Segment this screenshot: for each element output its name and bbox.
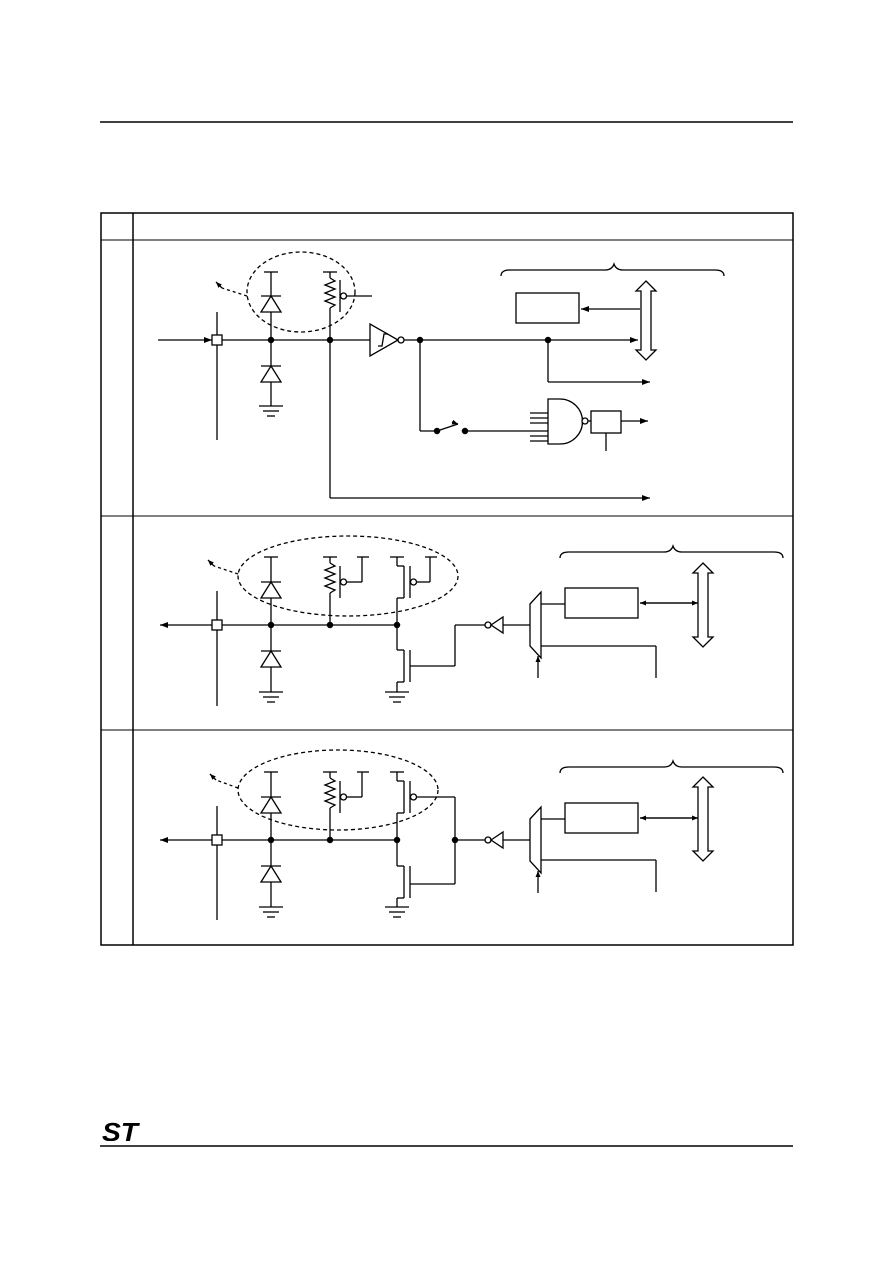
- data-bus-arrow: [691, 562, 715, 648]
- pull-up-group: [237, 535, 459, 617]
- data-bus-arrow: [691, 776, 715, 862]
- resistor-icon: [323, 562, 337, 594]
- diode-icon: [259, 649, 283, 668]
- data-register-box: [515, 292, 580, 324]
- panel-open-drain-output: [160, 535, 784, 706]
- diode-icon: [259, 364, 283, 383]
- panel-push-pull-output: [160, 749, 784, 920]
- figure-table: [100, 212, 794, 946]
- inverter-icon: [489, 615, 504, 635]
- pull-up-group: [246, 251, 356, 333]
- diode-icon: [259, 795, 283, 814]
- data-register-box: [564, 802, 639, 834]
- multiplexer-icon: [529, 590, 542, 660]
- inverter-icon: [489, 830, 504, 850]
- pad-icon: [211, 834, 223, 846]
- diode-icon: [259, 294, 283, 313]
- multiplexer-icon: [529, 805, 542, 875]
- schmitt-trigger-icon: [369, 322, 400, 358]
- diode-icon: [259, 864, 283, 883]
- data-bus-brace: [559, 758, 784, 774]
- resistor-icon: [323, 277, 337, 309]
- data-register-box: [564, 587, 639, 619]
- st-logo: ST: [102, 1117, 140, 1147]
- panel-input: [158, 251, 725, 501]
- data-bus-brace: [500, 261, 725, 277]
- data-bus-arrow: [634, 280, 658, 361]
- switch-icon: [436, 423, 459, 432]
- diode-icon: [259, 580, 283, 599]
- nand-gate-icon: [547, 398, 584, 445]
- resistor-icon: [323, 777, 337, 809]
- data-bus-brace: [559, 543, 784, 559]
- pad-icon: [211, 619, 223, 631]
- pull-up-group: [237, 749, 439, 831]
- interrupt-latch-box: [590, 410, 622, 434]
- pad-icon: [211, 334, 223, 346]
